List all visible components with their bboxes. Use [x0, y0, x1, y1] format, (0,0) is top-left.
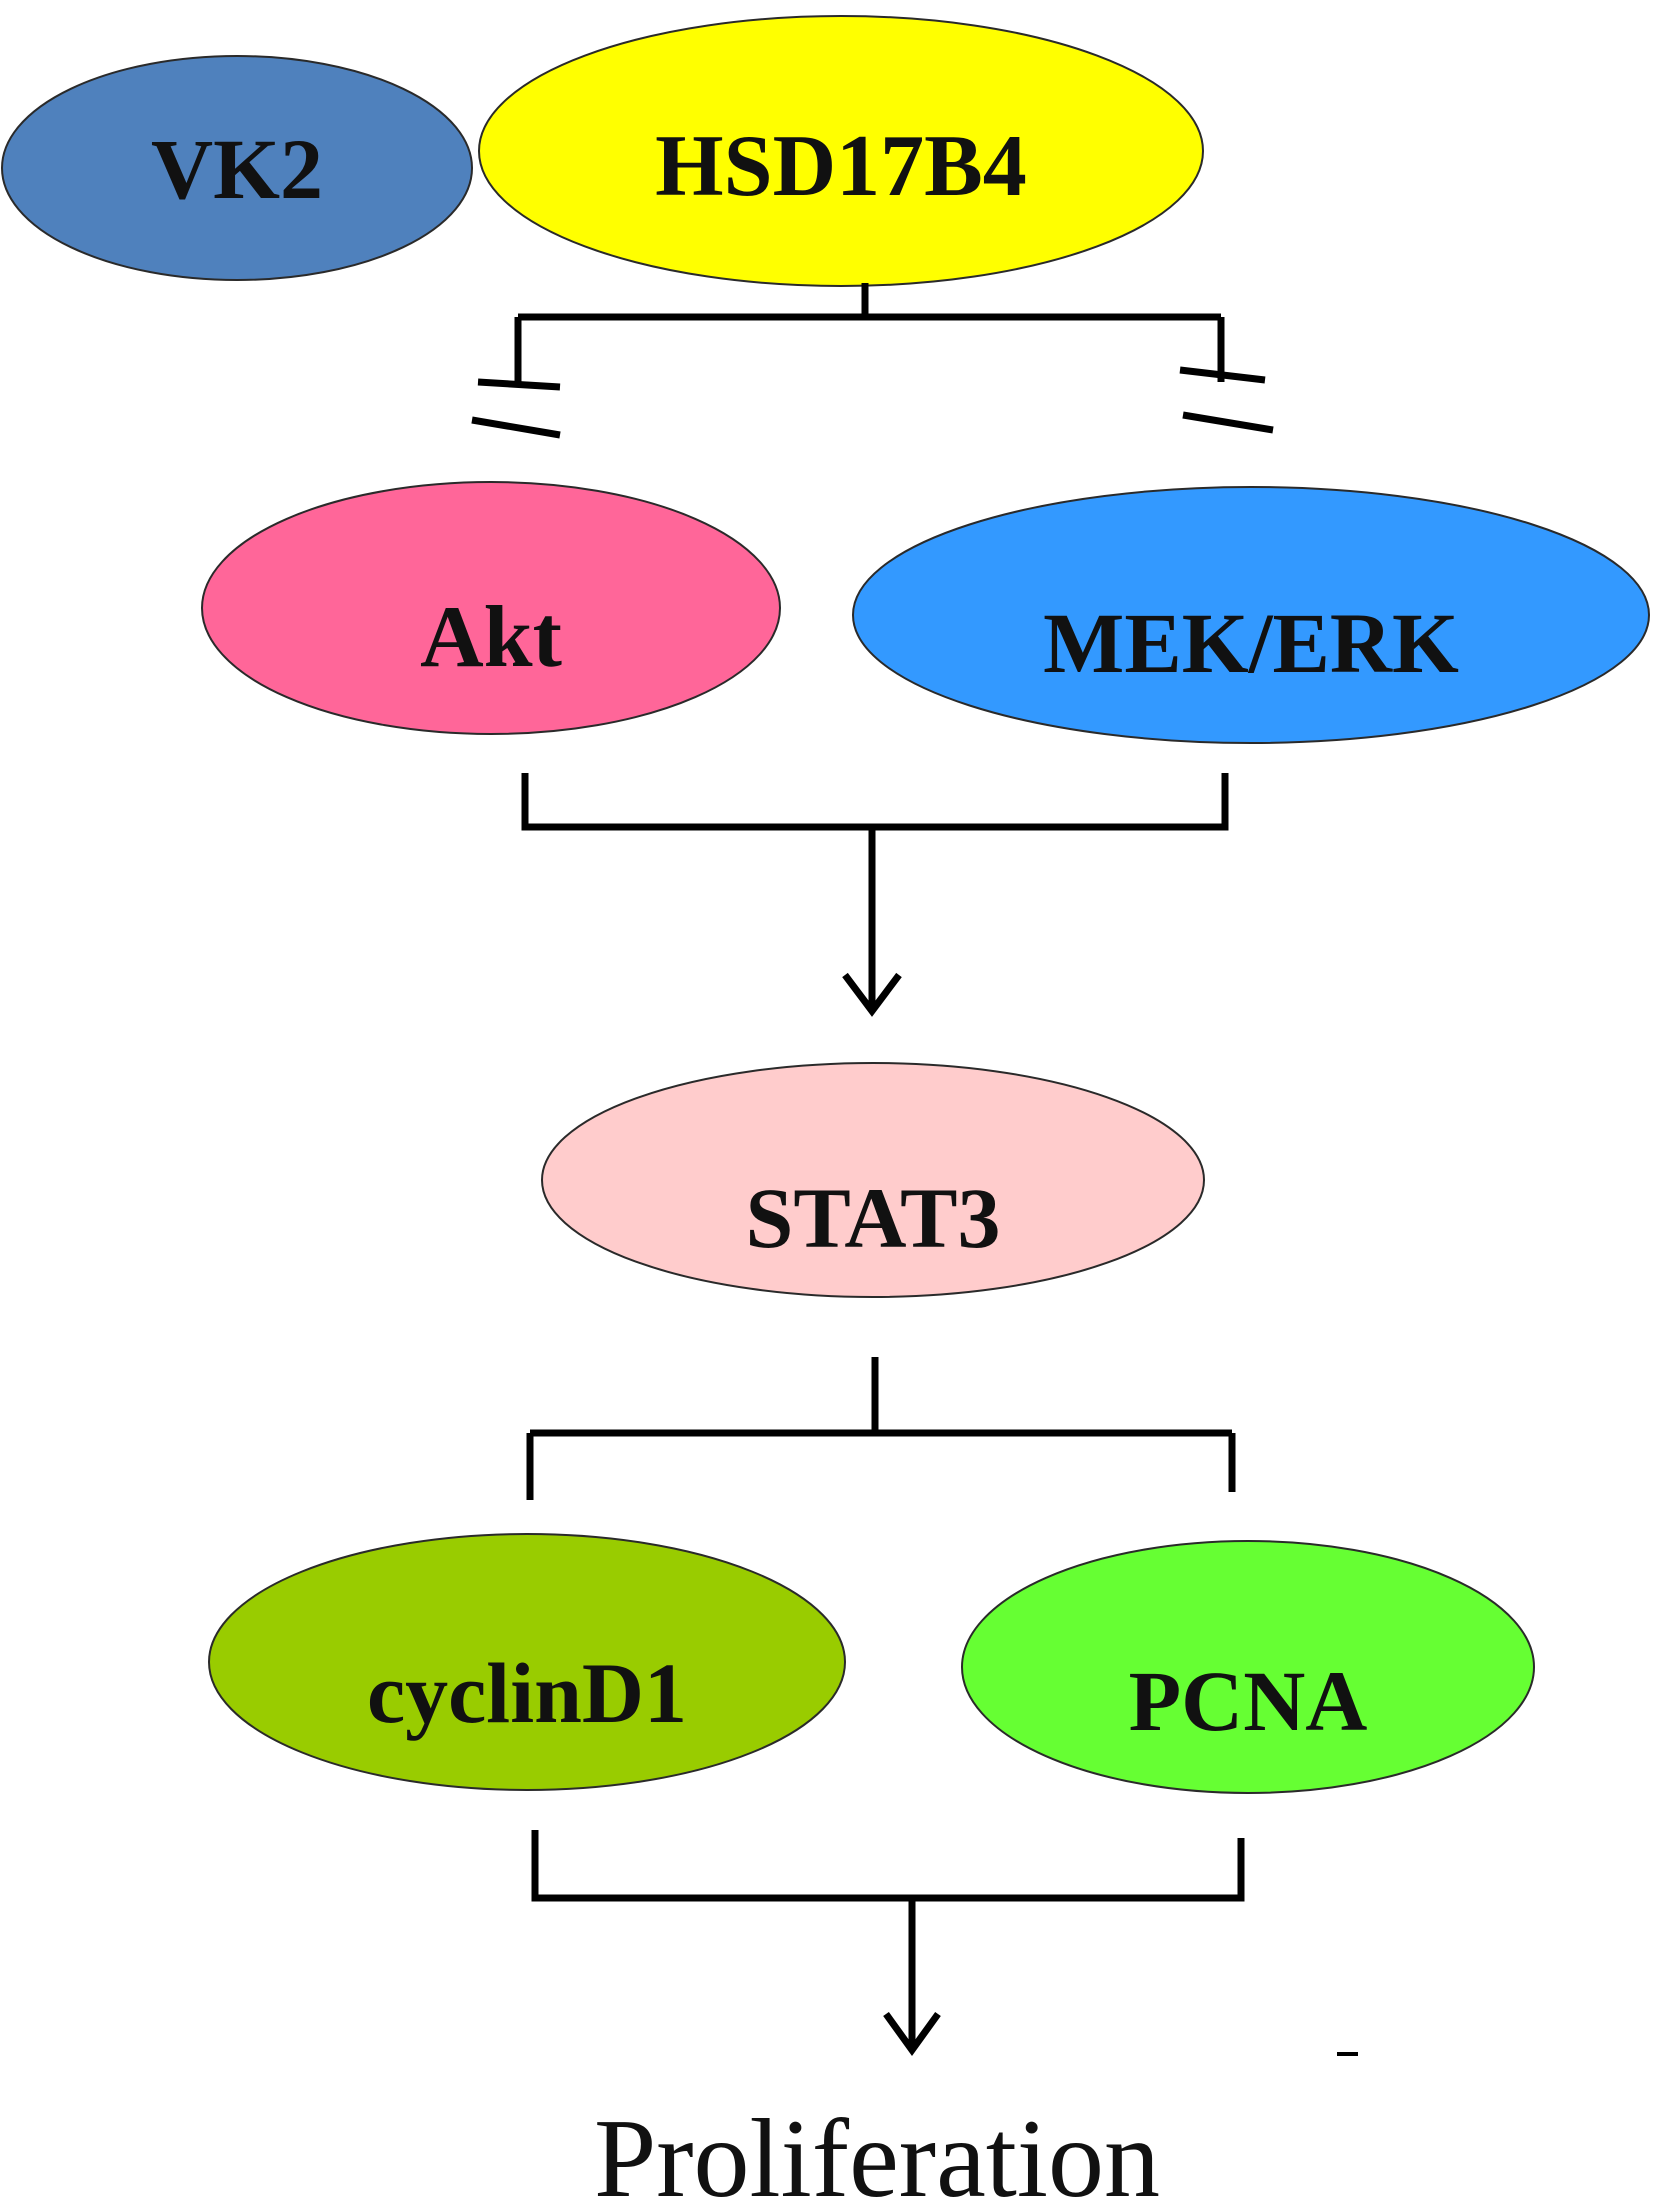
node-akt-shape	[201, 481, 781, 735]
node-mek-erk-label: MEK/ERK	[1043, 595, 1459, 691]
node-vk2-shape	[1, 55, 473, 281]
node-hsd17b4-label: HSD17B4	[655, 118, 1027, 215]
connector-kinases-bracket	[521, 773, 1229, 1011]
node-stat3-shape	[541, 1062, 1205, 1298]
proliferation-label: Proliferation	[594, 2097, 1160, 2209]
connector-stat3-to-targets	[526, 1357, 1236, 1500]
inhibition-symbol-akt	[471, 378, 561, 439]
node-hsd17b4-shape	[478, 15, 1204, 287]
node-mek-erk-shape	[852, 486, 1650, 744]
node-stat3: STAT3	[541, 1062, 1205, 1298]
inhibition-symbol-mek-erk	[1179, 366, 1274, 434]
node-cyclind1-shape	[208, 1533, 846, 1791]
connector-targets-bracket	[531, 1830, 1245, 2050]
node-mek-erk: MEK/ERK	[852, 486, 1650, 744]
connector-stat3-bracket	[526, 1357, 1236, 1500]
connector-targets-to-proliferation	[531, 1830, 1245, 2056]
node-pcna: PCNA	[961, 1540, 1535, 1794]
node-vk2: VK2	[1, 55, 473, 281]
connector-hsd17b4-to-kinases	[471, 283, 1274, 439]
node-akt: Akt	[201, 481, 781, 735]
arrowhead-to-proliferation	[883, 2011, 941, 2056]
connector-hsd17b4-bracket	[514, 283, 1225, 382]
node-cyclind1: cyclinD1	[208, 1533, 846, 1791]
node-hsd17b4: HSD17B4	[478, 15, 1204, 287]
connector-kinases-to-stat3	[521, 773, 1229, 1017]
node-cyclind1-label: cyclinD1	[367, 1645, 687, 1741]
node-stat3-label: STAT3	[746, 1170, 1001, 1266]
arrowhead-to-stat3	[842, 972, 902, 1017]
node-akt-label: Akt	[420, 589, 562, 686]
node-vk2-label: VK2	[151, 121, 323, 217]
node-pcna-shape	[961, 1540, 1535, 1794]
node-pcna-label: PCNA	[1129, 1653, 1368, 1749]
